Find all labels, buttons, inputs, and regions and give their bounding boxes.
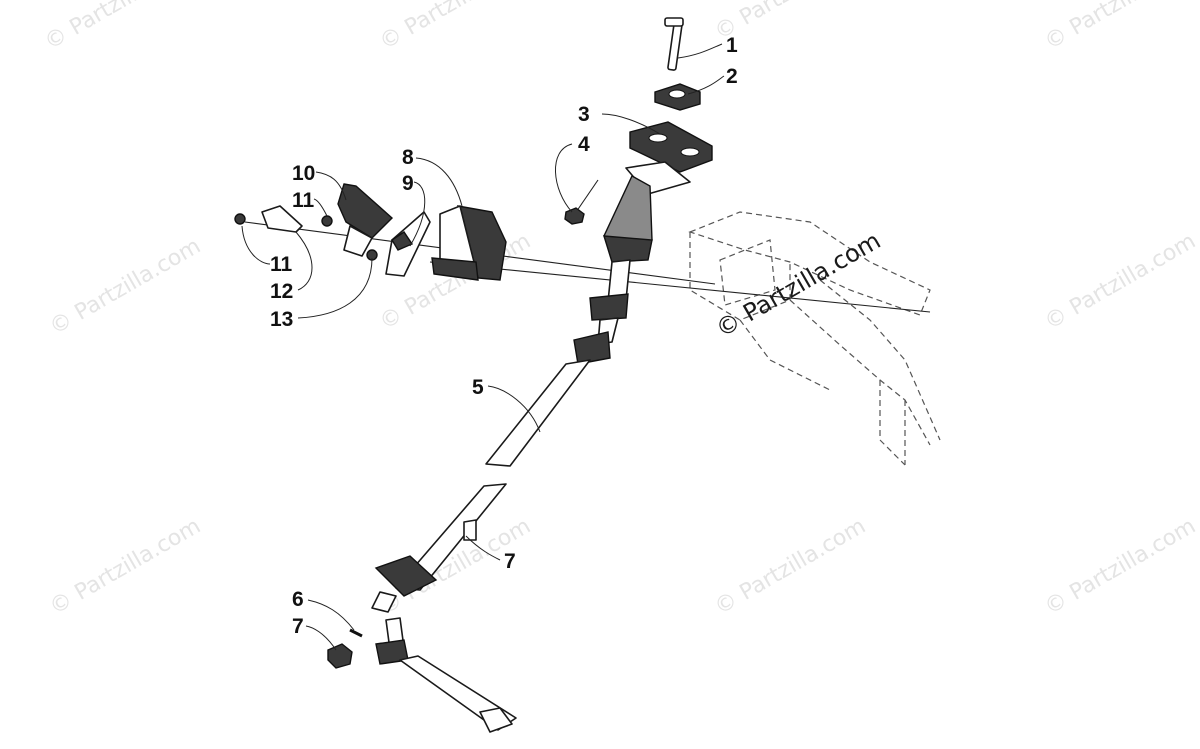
vehicle-frame (688, 211, 941, 466)
callout-1: 1 (726, 34, 738, 57)
handlebar-clamp-part-3 (629, 121, 713, 173)
watermark: © Partzilla.com (41, 0, 201, 55)
steering-post (573, 161, 691, 365)
callout-11: 11 (292, 189, 315, 212)
callout-7-lower: 7 (292, 615, 304, 638)
callout-7: 7 (504, 550, 516, 573)
watermark: © Partzilla.com (376, 0, 536, 55)
callout-5: 5 (472, 376, 484, 399)
callout-11-lower: 11 (270, 253, 293, 276)
cover-part-8 (431, 205, 507, 281)
callout-10: 10 (292, 162, 315, 185)
watermark: © Partzilla.com (1041, 0, 1200, 55)
callout-6: 6 (292, 588, 304, 611)
callout-2: 2 (726, 65, 738, 88)
clip-part-12 (261, 205, 303, 233)
bolt-part-1 (664, 17, 684, 71)
watermark: © Partzilla.com (46, 514, 206, 621)
watermark: © Partzilla.com (1041, 229, 1200, 336)
callout-3: 3 (578, 103, 590, 126)
watermark-prominent: © Partzilla.com (711, 226, 885, 343)
nut-part-7 (327, 643, 353, 669)
handlebar-clamp-part-2 (654, 83, 701, 111)
bracket-part-10 (337, 183, 394, 257)
bracket-part-9 (385, 211, 431, 277)
callout-13: 13 (270, 308, 293, 331)
callout-8: 8 (402, 146, 414, 169)
tie-rod-linkage (375, 617, 517, 733)
bolt-part-11 (234, 213, 378, 261)
nut-part-4 (564, 207, 585, 225)
steering-shaft-part-5 (371, 359, 591, 613)
callout-4: 4 (578, 133, 590, 156)
callout-labels: 1 2 3 4 5 6 7 7 8 9 10 11 11 12 13 (270, 34, 738, 638)
callout-12: 12 (270, 280, 293, 303)
watermark: © Partzilla.com (1041, 514, 1200, 621)
leader-lines (241, 43, 725, 651)
watermark: © Partzilla.com (46, 234, 206, 341)
watermark: © Partzilla.com (711, 514, 871, 621)
washer-part-6 (349, 628, 363, 638)
callout-9: 9 (402, 172, 414, 195)
